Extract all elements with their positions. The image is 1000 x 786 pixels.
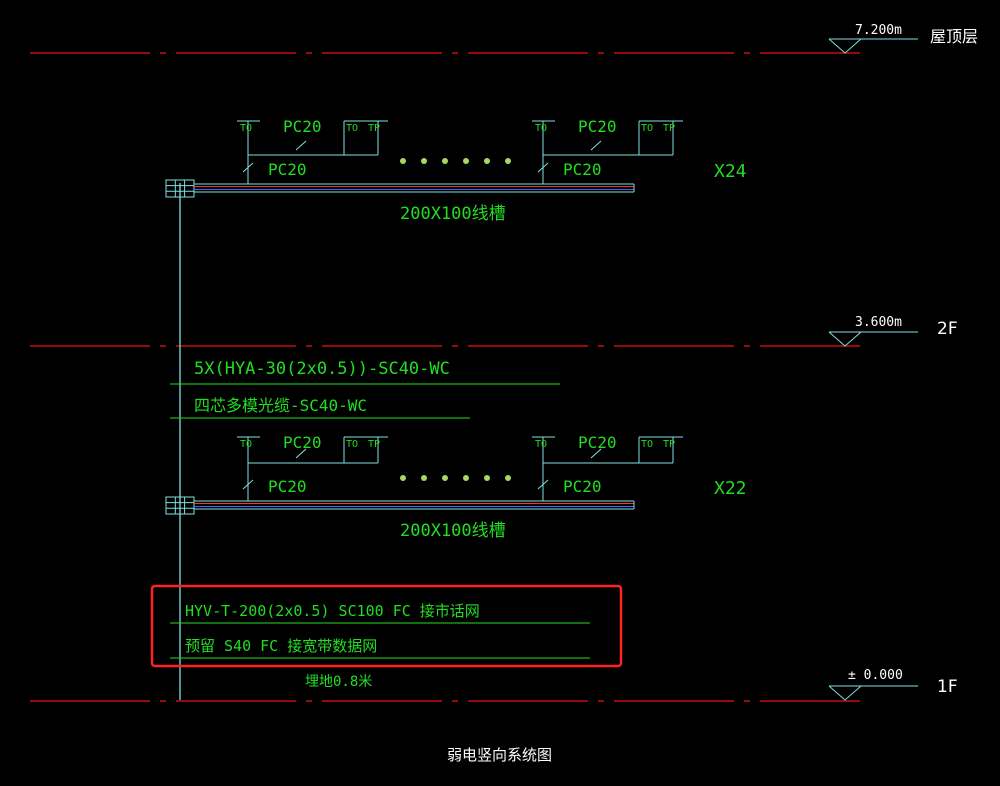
highlight-box	[150, 584, 623, 668]
terminal-to-label: TO	[240, 123, 252, 134]
lower-outlet-set-left: TO TO TP PC20 PC20	[237, 433, 388, 501]
terminal-to-label: TO	[240, 439, 252, 450]
upper-tray-label: 200X100线槽	[400, 204, 506, 224]
elevation-marker-roof: 7.200m 屋顶层	[828, 23, 978, 54]
conduit-label: PC20	[578, 117, 617, 136]
riser-cable-2: 四芯多模光缆-SC40-WC	[194, 396, 367, 415]
diagram-caption: 弱电竖向系统图	[447, 746, 552, 764]
lower-tray-label: 200X100线槽	[400, 521, 506, 541]
upper-floor-multiplier: X24	[714, 161, 747, 182]
upper-junction-box	[165, 179, 195, 198]
incoming-line-2: 预留 S40 FC 接宽带数据网	[185, 637, 377, 655]
second-floor-level-name: 2F	[937, 319, 958, 339]
lower-outlet-set-right: TO TO TP PC20 PC20	[532, 433, 683, 501]
incoming-service-group: HYV-T-200(2x0.5) SC100 FC 接市话网 预留 S40 FC…	[150, 584, 623, 690]
conduit-label: PC20	[283, 117, 322, 136]
first-floor-level-name: 1F	[937, 677, 958, 697]
lower-junction-box	[165, 496, 195, 515]
upper-outlet-set-left: TO TO TP PC20 PC20	[237, 117, 388, 184]
terminal-tp-label: TP	[368, 123, 380, 134]
second-floor-elevation: 3.600m	[855, 315, 902, 330]
terminal-to-label: TO	[535, 123, 547, 134]
terminal-to-label: TO	[346, 123, 358, 134]
riser-cable-1: 5X(HYA-30(2x0.5))-SC40-WC	[194, 359, 450, 379]
lower-cable-tray	[194, 500, 635, 510]
conduit-label: PC20	[563, 160, 602, 179]
terminal-to-label: TO	[641, 123, 653, 134]
riser-cable-labels: 5X(HYA-30(2x0.5))-SC40-WC 四芯多模光缆-SC40-WC	[170, 359, 560, 419]
terminal-tp-label: TP	[663, 439, 675, 450]
terminal-to-label: TO	[641, 439, 653, 450]
lower-floor-group: 200X100线槽 X22 TO TO TP PC20 PC20	[165, 433, 747, 541]
upper-floor-group: 200X100线槽 X24 TO TO TP PC20 PC20	[165, 117, 747, 224]
terminal-to-label: TO	[535, 439, 547, 450]
lower-continuation-dots	[400, 475, 511, 481]
conduit-label: PC20	[268, 160, 307, 179]
terminal-tp-label: TP	[368, 439, 380, 450]
upper-continuation-dots	[400, 158, 511, 164]
terminal-to-label: TO	[346, 439, 358, 450]
lower-floor-multiplier: X22	[714, 478, 747, 499]
floor-lines	[30, 52, 860, 702]
conduit-label: PC20	[563, 477, 602, 496]
terminal-tp-label: TP	[663, 123, 675, 134]
conduit-label: PC20	[283, 433, 322, 452]
roof-level-name: 屋顶层	[930, 27, 978, 46]
first-floor-elevation: ± 0.000	[848, 668, 903, 683]
elevation-marker-2f: 3.600m 2F	[828, 315, 958, 347]
conduit-label: PC20	[268, 477, 307, 496]
burial-depth: 埋地0.8米	[305, 674, 372, 690]
roof-elevation: 7.200m	[855, 23, 902, 38]
upper-cable-tray	[194, 183, 635, 193]
incoming-line-1: HYV-T-200(2x0.5) SC100 FC 接市话网	[185, 602, 480, 620]
elevation-marker-1f: ± 0.000 1F	[828, 668, 958, 701]
upper-outlet-set-right: TO TO TP PC20 PC20	[532, 117, 683, 184]
conduit-label: PC20	[578, 433, 617, 452]
